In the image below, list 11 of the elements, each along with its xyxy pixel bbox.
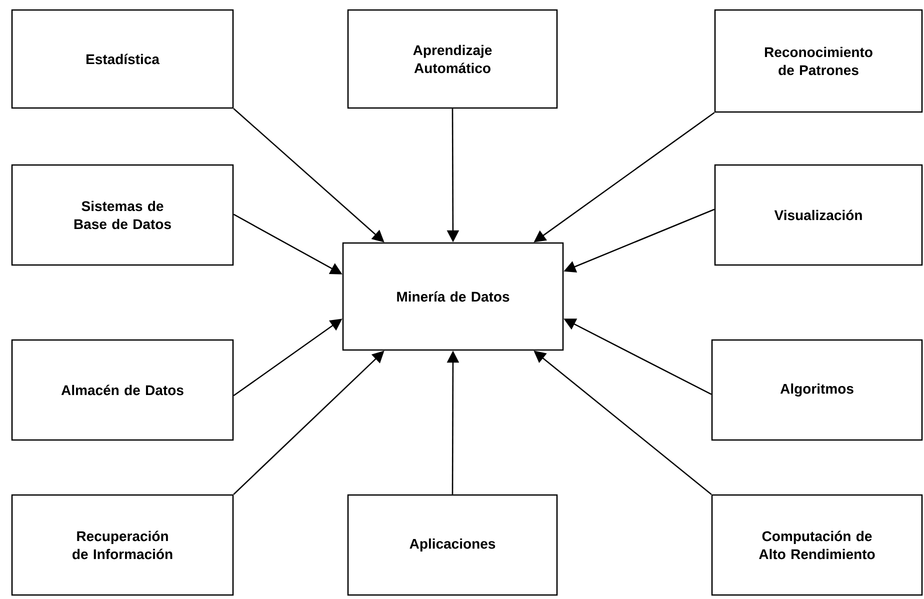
topic-box: Visualización (714, 164, 923, 266)
topic-box: Algoritmos (711, 339, 923, 441)
topic-box: Estadística (11, 9, 234, 109)
topic-box: Recuperación de Información (11, 494, 234, 596)
topic-box: Computación de Alto Rendimiento (711, 494, 923, 596)
topic-box: Aplicaciones (347, 494, 558, 596)
topic-box: Aprendizaje Automático (347, 9, 558, 109)
topic-box: Reconocimiento de Patrones (714, 9, 923, 113)
topic-box: Sistemas de Base de Datos (11, 164, 234, 266)
center-box: Minería de Datos (342, 242, 564, 351)
topic-box: Almacén de Datos (11, 339, 234, 441)
